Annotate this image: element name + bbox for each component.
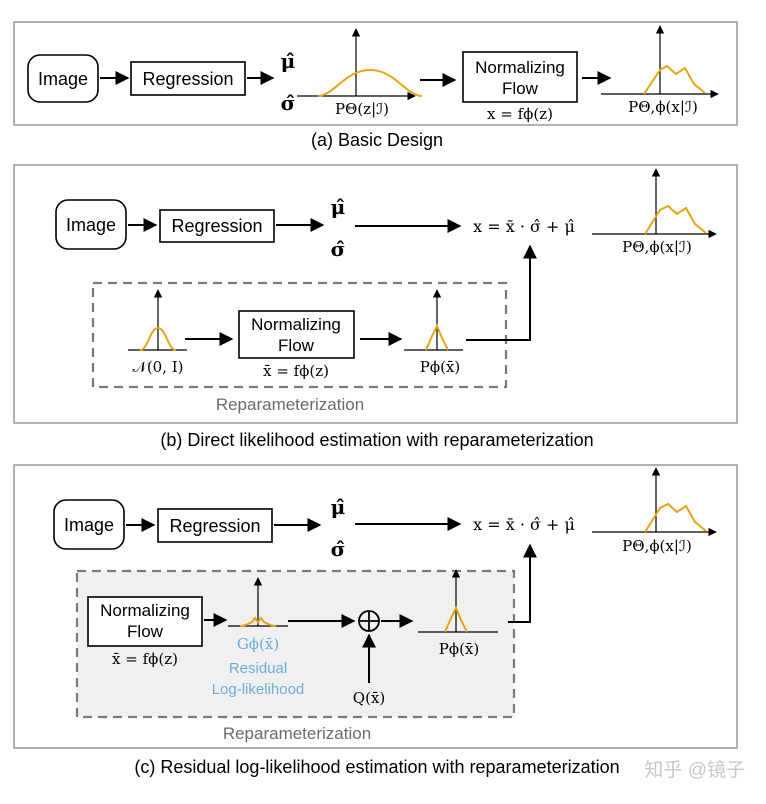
mu-a: μ̂ xyxy=(281,49,296,73)
regression-box-c xyxy=(157,508,273,543)
flow-label-c2: Flow xyxy=(127,622,164,641)
mu-c: μ̂ xyxy=(331,495,346,519)
reparam-box-b xyxy=(91,281,508,389)
flow-curve-b xyxy=(644,204,707,235)
p-theta-a: PΘ(z|ℐ) xyxy=(335,100,389,118)
gaussian-curve-a xyxy=(317,68,423,97)
eq-c: x = x̄ · σ̂ + μ̂ xyxy=(473,515,575,534)
p-out-a: PΘ,ϕ(x|ℐ) xyxy=(628,98,698,116)
caption-b: (b) Direct likelihood estimation with re… xyxy=(160,430,593,450)
reparam-label-b: Reparameterization xyxy=(216,395,364,414)
flow-label-a1: Normalizing xyxy=(475,58,565,77)
image-box-a xyxy=(27,54,99,103)
p-phi-label-b: Pϕ(x̄) xyxy=(420,358,460,376)
flow-eq-c: x̄ = fϕ(z) xyxy=(112,650,178,668)
flow-curve-a xyxy=(643,64,706,95)
sigma-c: σ̂ xyxy=(331,537,346,561)
flow-eq-a: x = fϕ(z) xyxy=(487,105,553,123)
residual-curve-c xyxy=(239,616,277,627)
residual-label-c2: Log-likelihood xyxy=(212,681,305,698)
flow-box-c xyxy=(87,596,203,647)
caption-c: (c) Residual log-likelihood estimation w… xyxy=(134,757,619,777)
image-box-b xyxy=(55,199,127,250)
g-phi-label-c: Gϕ(x̄) xyxy=(237,635,279,653)
reparam-label-c: Reparameterization xyxy=(223,724,371,743)
caption-a: (a) Basic Design xyxy=(311,130,443,150)
panel-a-frame xyxy=(13,21,738,126)
panel-c-frame xyxy=(13,464,738,749)
regression-box-a xyxy=(130,61,246,96)
reparam-box-c xyxy=(75,569,516,719)
p-phi-curve-b xyxy=(425,323,449,351)
regression-box-b xyxy=(159,209,275,243)
p-out-c: PΘ,ϕ(x|ℐ) xyxy=(622,537,692,555)
image-label-c: Image xyxy=(64,515,114,535)
image-label-b: Image xyxy=(66,215,116,235)
normal-label-b: 𝒩(0, I) xyxy=(132,358,183,376)
panel-b-frame xyxy=(13,164,738,424)
flow-box-b xyxy=(238,310,355,359)
flow-curve-c xyxy=(644,502,707,533)
flow-label-b2: Flow xyxy=(278,336,315,355)
image-box-c xyxy=(53,499,125,550)
p-out-b: PΘ,ϕ(x|ℐ) xyxy=(622,238,692,256)
watermark: 知乎 @镜子 xyxy=(644,759,745,781)
image-label-a: Image xyxy=(38,69,88,89)
normal-curve-b xyxy=(139,326,177,351)
p-phi-curve-c xyxy=(444,605,468,633)
p-phi-label-c: Pϕ(x̄) xyxy=(439,640,479,658)
mu-b: μ̂ xyxy=(331,195,346,219)
sigma-b: σ̂ xyxy=(331,237,346,261)
flow-label-b1: Normalizing xyxy=(251,315,341,334)
eq-b: x = x̄ · σ̂ + μ̂ xyxy=(473,217,575,236)
flow-box-a xyxy=(462,51,578,103)
arrow-c8 xyxy=(508,543,537,623)
flow-label-a2: Flow xyxy=(502,79,539,98)
regression-label-c: Regression xyxy=(169,516,260,536)
regression-label-a: Regression xyxy=(142,69,233,89)
flow-eq-b: x̄ = fϕ(z) xyxy=(263,362,329,380)
flow-label-c1: Normalizing xyxy=(100,601,190,620)
arrow-b6 xyxy=(466,244,537,341)
q-label-c: Q(x̄) xyxy=(353,689,385,707)
sigma-a: σ̂ xyxy=(281,91,296,115)
regression-label-b: Regression xyxy=(171,216,262,236)
residual-label-c1: Residual xyxy=(229,660,287,677)
